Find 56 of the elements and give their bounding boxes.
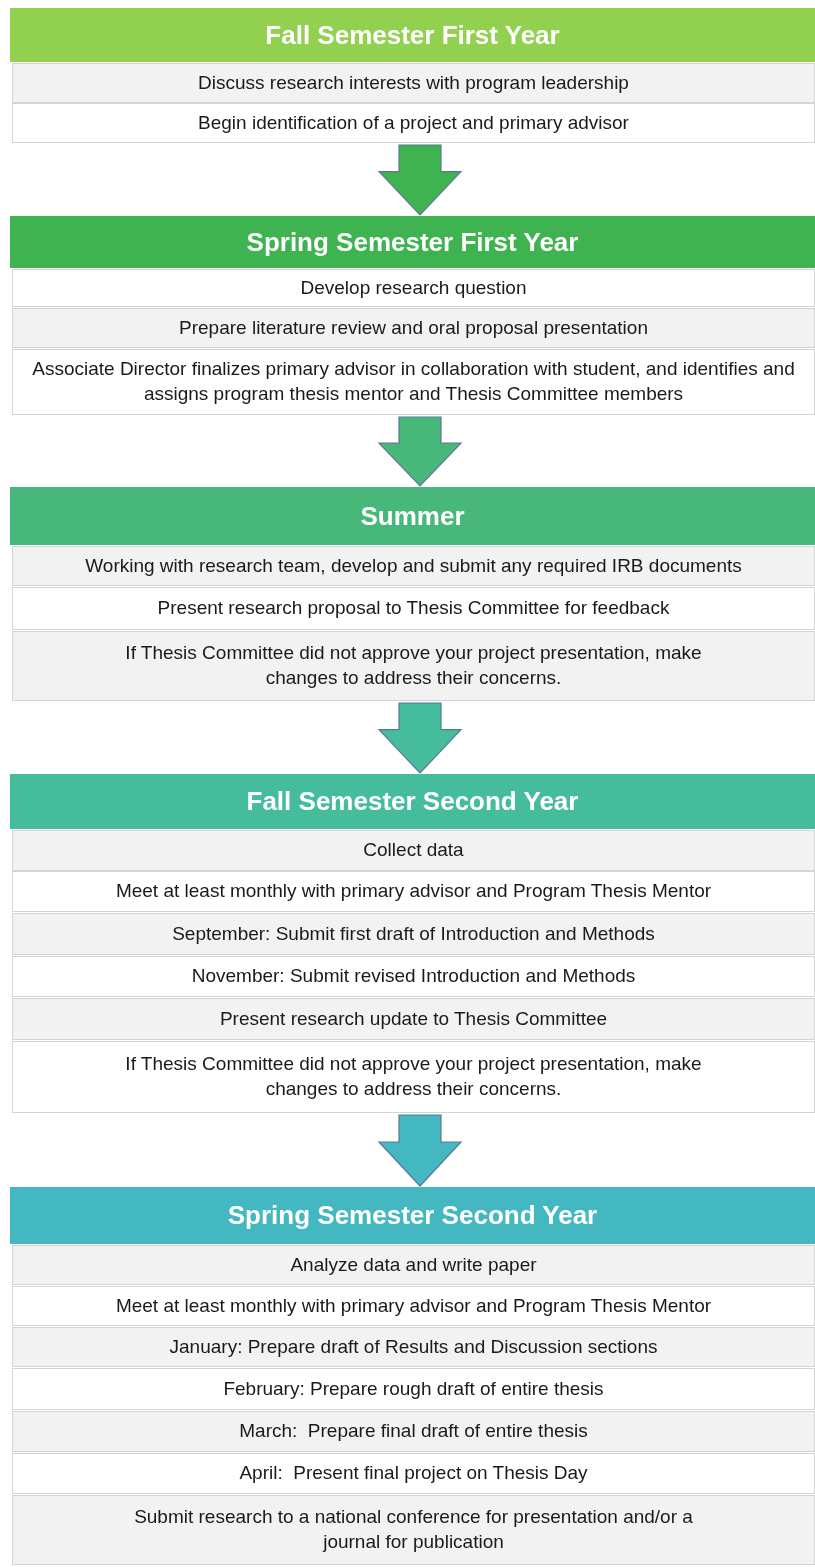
section-title: Fall Semester Second Year [246, 786, 579, 817]
block-arrow [377, 416, 463, 487]
step-row [12, 871, 815, 912]
step-text: Develop research question [300, 275, 527, 300]
step-row [12, 830, 815, 871]
section-header-band [10, 774, 815, 829]
step-text: Present research proposal to Thesis Committee for feedback [157, 596, 670, 621]
step-text: April: Present final project on Thesis Day [239, 1461, 588, 1486]
step-text: September: Submit first draft of Introduction and Methods [172, 921, 655, 946]
step-row [12, 998, 815, 1040]
step-text: Working with research team, develop and submit any required IRB documents [85, 553, 742, 578]
step-row [12, 63, 815, 103]
step-row [12, 103, 815, 143]
step-row [12, 631, 815, 701]
step-row [12, 1041, 815, 1113]
step-text: February: Prepare rough draft of entire thesis [223, 1376, 604, 1401]
section-title: Summer [360, 500, 465, 532]
step-text: If Thesis Committee did not approve your project presentation, make changes to address their concerns. [124, 641, 703, 690]
step-text: If Thesis Committee did not approve your project presentation, make changes to address their concerns. [124, 1052, 703, 1101]
block-arrow [377, 1114, 463, 1187]
step-text: Present research update to Thesis Committee [219, 1006, 608, 1031]
section-header-band [10, 216, 815, 268]
step-text: Meet at least monthly with primary advisor and Program Thesis Mentor [115, 879, 712, 904]
step-row [12, 1368, 815, 1410]
section-title: Fall Semester First Year [265, 19, 560, 51]
step-row [12, 1453, 815, 1494]
step-text: Begin identification of a project and primary advisor [198, 110, 629, 135]
section-title: Spring Semester First Year [246, 226, 579, 258]
step-row [12, 1327, 815, 1367]
step-text: Meet at least monthly with primary advisor and Program Thesis Mentor [115, 1293, 712, 1318]
step-text: Prepare literature review and oral proposal presentation [179, 315, 648, 340]
step-text: Discuss research interests with program leadership [198, 70, 629, 95]
block-arrow [377, 702, 463, 774]
section-title: Spring Semester Second Year [227, 1200, 598, 1231]
step-row [12, 308, 815, 348]
step-text: Analyze data and write paper [290, 1252, 537, 1277]
step-row [12, 913, 815, 955]
step-row [12, 1286, 815, 1326]
step-row [12, 546, 815, 586]
step-row [12, 269, 815, 307]
section-header-band [10, 1187, 815, 1244]
step-text: January: Prepare draft of Results and Discussion sections [169, 1334, 658, 1359]
section-header-band [10, 487, 815, 545]
step-text: Submit research to a national conference for presentation and/or a journal for publication [133, 1505, 694, 1554]
step-text: November: Submit revised Introduction and Methods [191, 964, 636, 989]
step-text: Associate Director finalizes primary advisor in collaboration with student, and identifies and assigns program thesis mentor and Thesis Committee members [31, 357, 796, 406]
step-row [12, 1245, 815, 1285]
step-row [12, 1411, 815, 1452]
step-row [12, 349, 815, 415]
step-row [12, 956, 815, 997]
step-text: Collect data [363, 838, 464, 863]
section-header-band [10, 8, 815, 62]
block-arrow [377, 144, 463, 216]
step-row [12, 1495, 815, 1565]
step-text: March: Prepare final draft of entire thesis [239, 1419, 588, 1444]
step-row [12, 587, 815, 630]
